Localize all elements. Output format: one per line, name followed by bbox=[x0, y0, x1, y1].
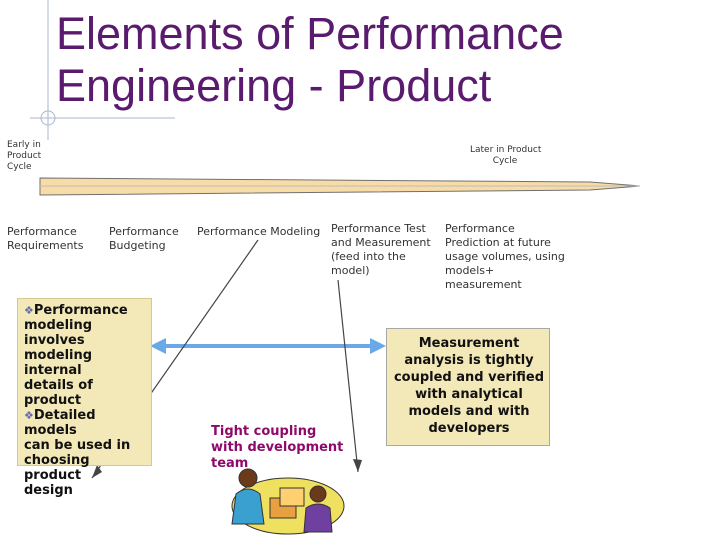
arrowhead-right bbox=[370, 338, 386, 354]
page-title: Elements of Performance Engineering - Pr… bbox=[56, 8, 656, 112]
timeline-bar bbox=[39, 177, 641, 196]
arrowhead-left bbox=[150, 338, 166, 354]
timeline-end-label: Later in Product Cycle bbox=[470, 145, 542, 166]
title-line-1: Elements of Performance bbox=[56, 8, 564, 59]
modeling-info-box: ❖Performance modeling involves modeling … bbox=[17, 298, 152, 498]
timeline-start-label: Early in Product Cycle bbox=[7, 140, 42, 172]
title-line-2: Engineering - Product bbox=[56, 60, 492, 111]
element-prediction: Performance Prediction at future usage v… bbox=[445, 222, 565, 291]
measurement-info-box: Measurement analysis is tightly coupled … bbox=[386, 328, 550, 446]
diamond-bullet-icon: ❖ bbox=[24, 304, 34, 317]
down-arrow-test bbox=[337, 279, 359, 473]
element-modeling: Performance Modeling bbox=[197, 225, 321, 238]
crosshair-icon bbox=[40, 110, 56, 126]
element-requirements: Performance Requirements bbox=[7, 225, 84, 252]
element-budgeting: Performance Budgeting bbox=[109, 225, 179, 252]
element-test-measurement: Performance Test and Measurement (feed i… bbox=[331, 222, 431, 277]
diamond-bullet-icon: ❖ bbox=[24, 409, 34, 422]
coupling-note: Tight coupling with development team bbox=[211, 424, 344, 471]
people-at-computer-clipart bbox=[231, 468, 345, 535]
bullet-1: ❖Performance modeling involves modeling … bbox=[24, 303, 131, 498]
